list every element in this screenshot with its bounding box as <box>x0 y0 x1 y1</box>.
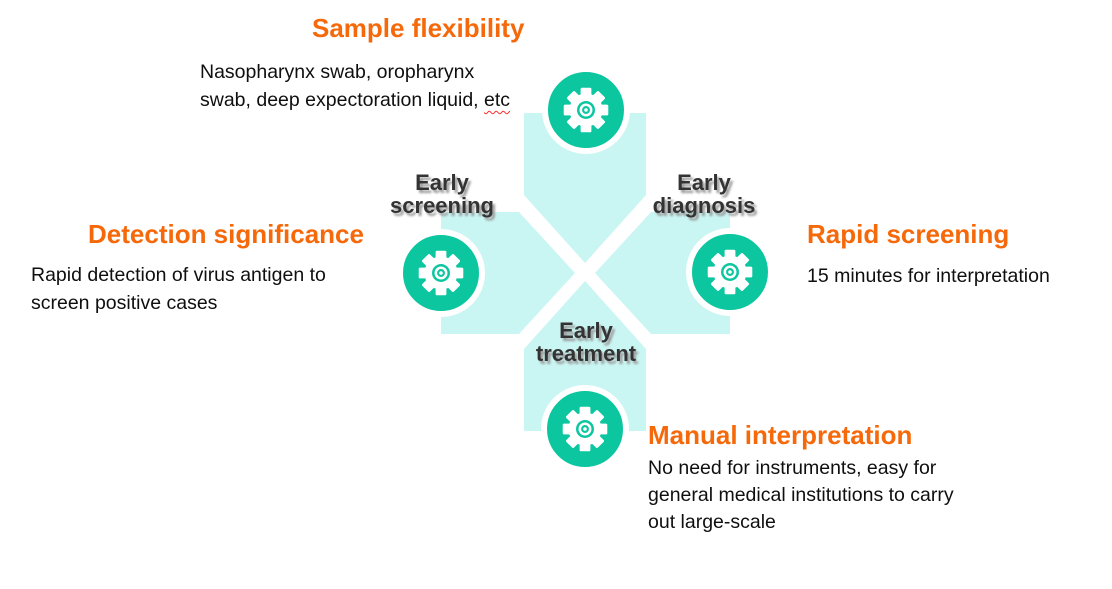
step-label-line: Early <box>415 170 469 195</box>
section-title-manual-interpretation: Manual interpretation <box>648 420 913 450</box>
section-title-sample-flexibility: Sample flexibility <box>312 13 525 43</box>
body-line: 15 minutes for interpretation <box>807 265 1050 287</box>
node-circle-right <box>686 228 774 316</box>
gear-icon <box>562 406 608 452</box>
step-label-early-treatment: Early treatment <box>516 319 656 365</box>
body-line: screen positive cases <box>31 292 218 314</box>
section-body-sample-flexibility: Nasopharynx swab, oropharynx swab, deep … <box>200 58 510 114</box>
step-label-early-diagnosis: Early diagnosis <box>634 171 774 217</box>
section-body-rapid-screening: 15 minutes for interpretation <box>807 262 1050 290</box>
node-circle-bottom <box>541 385 629 473</box>
section-body-manual-interpretation: No need for instruments, easy for genera… <box>648 455 954 536</box>
section-title-rapid-screening: Rapid screening <box>807 219 1010 249</box>
step-label-line: Early <box>677 170 731 195</box>
section-body-detection-significance: Rapid detection of virus antigen to scre… <box>31 261 326 317</box>
body-line: Rapid detection of virus antigen to <box>31 264 326 286</box>
body-line: general medical institutions to carry <box>648 484 954 506</box>
step-label-line: diagnosis <box>652 193 756 218</box>
body-line: No need for instruments, easy for <box>648 457 937 479</box>
gear-icon <box>707 249 753 295</box>
step-label-line: screening <box>390 193 494 218</box>
gear-icon <box>563 87 609 133</box>
body-line: Nasopharynx swab, oropharynx <box>200 61 475 83</box>
step-label-line: Early <box>559 318 613 343</box>
step-label-early-screening: Early screening <box>372 171 512 217</box>
section-title-detection-significance: Detection significance <box>88 219 364 249</box>
node-circle-left <box>397 229 485 317</box>
body-line: out large-scale <box>648 511 776 533</box>
step-label-line: treatment <box>535 341 637 366</box>
gear-icon <box>418 250 464 296</box>
spellcheck-word: etc <box>484 89 511 111</box>
body-line: swab, deep expectoration liquid, etc <box>200 89 511 111</box>
node-circle-top <box>542 66 630 154</box>
